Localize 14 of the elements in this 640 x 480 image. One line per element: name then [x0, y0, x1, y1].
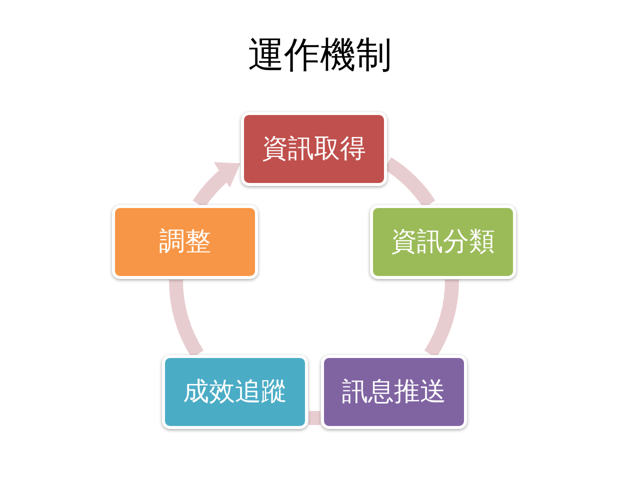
step-label: 訊息推送 [342, 379, 446, 405]
step-label: 成效追蹤 [183, 379, 287, 405]
process-box [112, 205, 258, 279]
step-label: 調整 [159, 229, 211, 255]
process-box [370, 205, 516, 279]
step-label: 資訊取得 [262, 136, 366, 162]
cycle-arc [424, 279, 459, 358]
diagram-title: 運作機制 [248, 38, 392, 74]
process-box [241, 112, 387, 186]
process-box [321, 355, 467, 429]
process-box [162, 355, 308, 429]
step-label: 資訊分類 [391, 229, 495, 255]
cycle-arc [169, 279, 204, 358]
cycle-arc [308, 410, 321, 425]
